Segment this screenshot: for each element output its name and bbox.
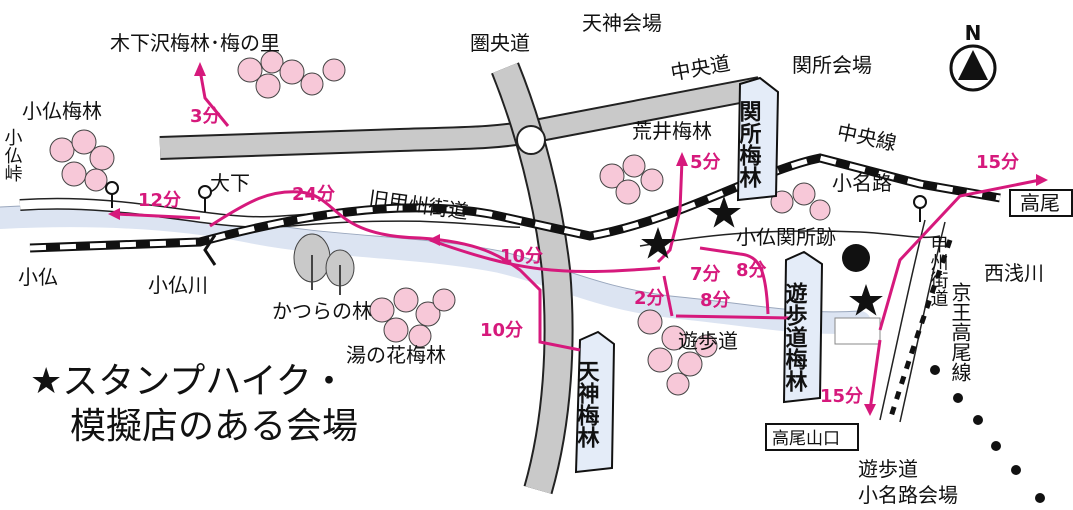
label-chuo-do: 中央道 [669, 51, 732, 85]
sign-sekisho-text: 関所梅林 [736, 100, 762, 188]
label-obana: 小名路 [832, 171, 892, 195]
plum-sign-yuhodo [782, 250, 824, 404]
label-tenjin-venue: 天神会場 [582, 11, 662, 35]
label-koshu-kaido: 甲州街道 [928, 235, 949, 307]
label-keio-line: 京王高尾線 [948, 282, 972, 382]
label-promenade: 遊歩道 [678, 329, 738, 353]
katsura-trees [293, 233, 355, 295]
label-ooshita: 大下 [210, 171, 250, 195]
compass-letter: N [965, 21, 982, 45]
label-yuhodo-obana-2: 小名路会場 [858, 483, 958, 507]
label-takaosanguchi: 高尾山口 [772, 429, 840, 449]
time-15-b: 15分 [820, 386, 863, 407]
koshu-road-east [639, 230, 941, 247]
keio-line [887, 239, 953, 421]
time-3: 3分 [190, 106, 221, 127]
label-ken-o: 圏央道 [470, 31, 530, 55]
label-chuo-line: 中央線 [835, 119, 899, 155]
plum-sign-tenjin [574, 330, 616, 474]
north-arrow-icon [958, 50, 988, 80]
star-tenjin-venue [641, 227, 675, 259]
time-12: 12分 [138, 190, 181, 211]
time-5: 5分 [690, 152, 721, 173]
label-kobotoke-sekisho: 小仏関所跡 [736, 225, 836, 249]
kobotoke-river [0, 205, 871, 334]
route-arrowheads [108, 62, 1048, 416]
tunnel-mark [203, 234, 217, 266]
time-15-a: 15分 [976, 152, 1019, 173]
label-kobotoke-toge: 小仏峠 [2, 128, 23, 182]
legend-line1: ★スタンプハイク・ [30, 361, 347, 402]
time-10-a: 10分 [500, 246, 543, 267]
time-10-b: 10分 [480, 320, 523, 341]
label-yuhodo-obana-1: 遊歩道 [858, 457, 918, 481]
time-2: 2分 [634, 288, 665, 309]
label-takao: 高尾 [1020, 191, 1060, 215]
time-7: 7分 [690, 264, 721, 285]
label-arai: 荒井梅林 [632, 119, 712, 143]
sign-yuhodo-text: 遊歩道梅林 [782, 281, 808, 392]
label-kinoshitazawa: 木下沢梅林･梅の里 [110, 31, 280, 55]
label-kobotoke: 小仏 [18, 265, 58, 289]
takaosanguchi-box [765, 423, 859, 451]
label-nishiasa: 西浅川 [984, 261, 1044, 285]
bus-stop-icons [105, 181, 927, 222]
keio-dots [930, 365, 1045, 503]
label-yunohana: 湯の花梅林 [346, 343, 446, 367]
label-kobotoke-river: 小仏川 [148, 273, 208, 297]
blossom-clusters [49, 50, 831, 396]
star-sekisho-venue [707, 196, 741, 228]
time-8-b: 8分 [700, 290, 731, 311]
compass: N [949, 21, 997, 92]
koshu-kaido [879, 219, 926, 421]
star-obana-venue [849, 284, 883, 316]
label-katsura: かつらの林 [272, 299, 372, 323]
plum-sign-sekisho [736, 76, 780, 202]
takao-station-box [1009, 189, 1073, 217]
time-8-a: 8分 [736, 260, 767, 281]
label-sekisho-venue: 関所会場 [792, 53, 872, 77]
junction-circle [516, 125, 546, 155]
promenade-strip [834, 317, 881, 345]
sekisho-ruins-marker [842, 244, 870, 272]
sign-tenjin-text: 天神梅林 [574, 360, 600, 448]
legend-line2: 模擬店のある会場 [70, 406, 358, 447]
label-kobotoke-bairin: 小仏梅林 [22, 99, 102, 123]
stamp-star-markers [641, 196, 883, 316]
hiking-routes [115, 69, 1041, 411]
time-24: 24分 [292, 184, 335, 205]
